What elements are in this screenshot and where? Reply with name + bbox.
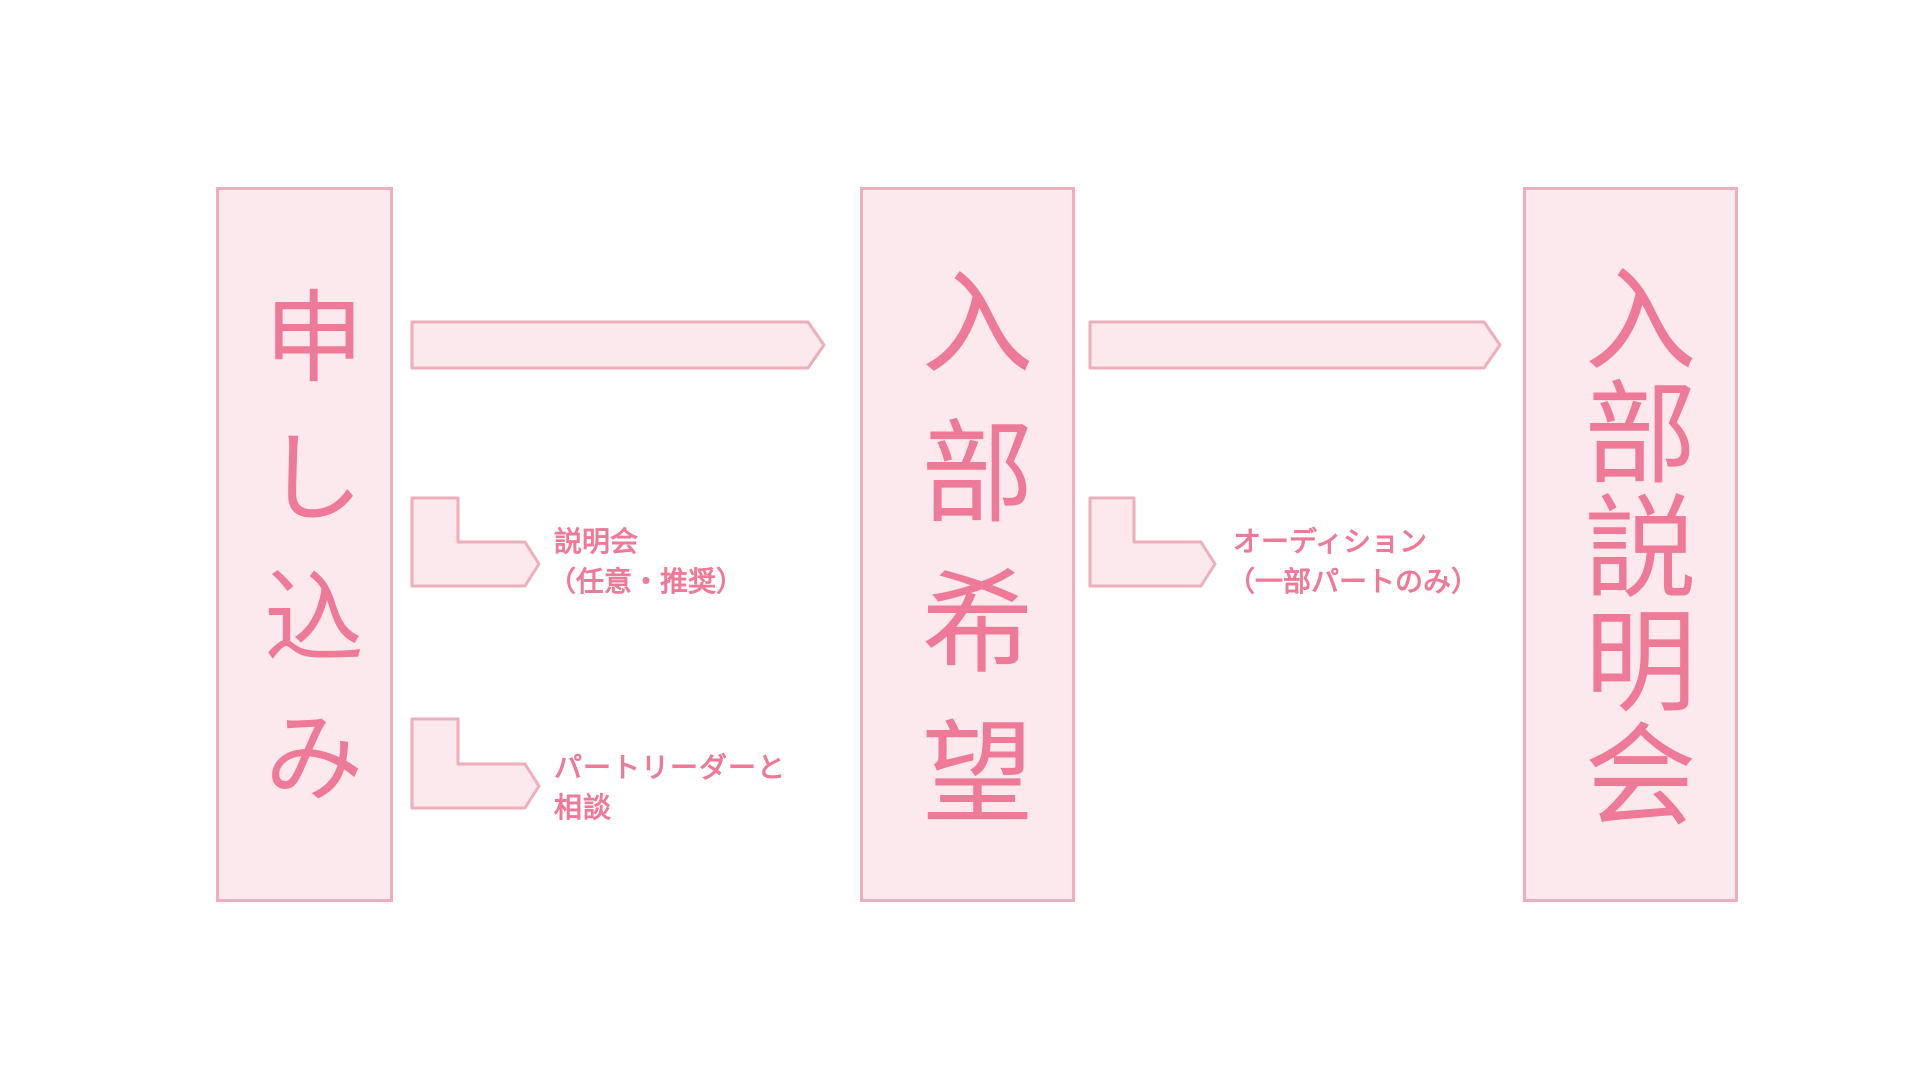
- note-audition-title: オーディション: [1233, 525, 1428, 558]
- note-audition: オーディション （一部パートのみ）: [1227, 522, 1479, 602]
- main-arrow-2-to-3: [1088, 320, 1502, 370]
- note-audition-detail: （一部パートのみ）: [1227, 565, 1480, 598]
- step-label-application: 申し込み: [246, 284, 364, 845]
- step-label-orientation: 入部説明会: [1565, 260, 1696, 831]
- note-part-leader-line1: パートリーダーと: [554, 751, 787, 784]
- note-part-leader: パートリーダーと 相談: [554, 748, 786, 828]
- note-explanation-session-title: 説明会: [554, 525, 639, 558]
- bent-arrow-part-leader: [410, 717, 541, 810]
- note-explanation-session-detail: （任意・推奨）: [548, 565, 745, 598]
- step-box-application: 申し込み: [216, 187, 393, 902]
- note-explanation-session: 説明会 （任意・推奨）: [548, 522, 744, 602]
- note-part-leader-line2: 相談: [554, 791, 613, 824]
- bent-arrow-explanation: [410, 496, 541, 588]
- main-arrow-1-to-2: [410, 320, 826, 370]
- step-box-orientation: 入部説明会: [1523, 187, 1738, 902]
- bent-arrow-audition: [1088, 496, 1217, 588]
- step-box-join-request: 入部希望: [860, 187, 1075, 902]
- step-label-join-request: 入部希望: [902, 263, 1033, 864]
